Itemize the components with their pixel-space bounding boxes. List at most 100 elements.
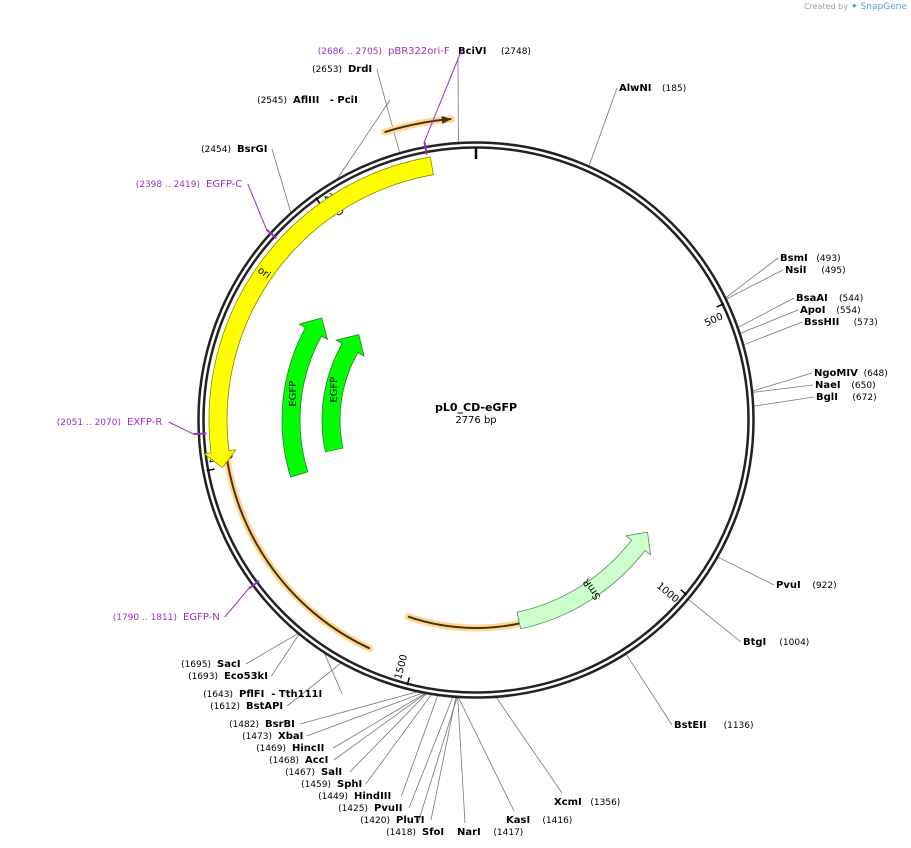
enzyme-name: AlwNI [619, 83, 652, 94]
enzyme-site-acci[interactable]: (1468)AccI [269, 755, 328, 766]
enzyme-site-hincii[interactable]: (1469)HincII [256, 743, 324, 754]
enzyme-site-pvuii[interactable]: (1425)PvuII [338, 803, 402, 814]
enzyme-site-naei[interactable]: NaeI(650) [815, 380, 876, 391]
primer-site-mark [248, 580, 260, 590]
enzyme-position: (493) [816, 254, 840, 264]
enzyme-name: KasI [506, 815, 530, 826]
enzyme-site-sfoi[interactable]: (1418)SfoI [386, 827, 444, 838]
primer-name: EGFP-C [206, 179, 242, 190]
enzyme-position: (1420) [360, 816, 390, 826]
primer-exfp-r[interactable]: (2051 .. 2070)EXFP-R [57, 417, 207, 436]
enzyme-leader [299, 691, 418, 725]
enzyme-leader [717, 556, 775, 586]
enzyme-site-pvui[interactable]: PvuI(922) [776, 580, 837, 591]
enzyme-leader [725, 257, 779, 299]
enzyme-name: DrdI [348, 64, 372, 75]
enzyme-site-eco53ki[interactable]: (1693)Eco53kI [188, 671, 268, 682]
enzyme-site-xbai[interactable]: (1473)XbaI [242, 731, 303, 742]
enzyme-site-saci[interactable]: (1695)SacI [181, 659, 241, 670]
enzyme-labels[interactable]: BciVI(2748)AlwNI(185)BsmI(493)NsiI(495)B… [181, 46, 888, 838]
tick-mark [406, 677, 411, 686]
tick-mark [716, 302, 725, 308]
enzyme-leader [430, 697, 457, 821]
enzyme-site-sphi[interactable]: (1459)SphI [301, 779, 362, 790]
enzyme-leader [336, 99, 391, 180]
primer-egfp-c[interactable]: (2398 .. 2419) EGFP-C [136, 179, 277, 240]
enzyme-site-xcmi[interactable]: XcmI(1356) [554, 797, 620, 808]
enzyme-site-alwni[interactable]: AlwNI(185) [619, 83, 686, 94]
feature-arrow-ori[interactable] [203, 156, 434, 469]
primer-arrowhead [441, 115, 452, 124]
enzyme-position: (1469) [256, 744, 286, 754]
primer-pbr322ori-f[interactable]: (2686 .. 2705)pBR322ori-F [318, 46, 462, 155]
enzyme-position: (1356) [590, 798, 620, 808]
enzyme-leader [401, 695, 439, 797]
enzyme-name: PflFI - Tth111I [239, 689, 322, 700]
enzyme-leader [743, 321, 803, 346]
enzyme-site-nsii[interactable]: NsiI(495) [785, 265, 846, 276]
primer-egfp-n[interactable]: (1790 .. 1811) EGFP-N [113, 580, 260, 623]
plasmid-name: pL0_CD-eGFP [435, 401, 517, 414]
enzyme-leader [726, 269, 784, 300]
feature-arrow-smr[interactable] [516, 531, 652, 630]
enzyme-site-btgi[interactable]: BtgI(1004) [743, 637, 809, 648]
enzyme-site-bcivi[interactable]: BciVI(2748) [458, 46, 531, 57]
enzyme-position: (1473) [242, 732, 272, 742]
enzyme-site-ngomiv[interactable]: NgoMIV(648) [814, 368, 888, 379]
enzyme-name: PluTI [396, 815, 424, 826]
enzyme-site-nari[interactable]: NarI(1417) [457, 827, 523, 838]
enzyme-position: (1459) [301, 780, 331, 790]
enzyme-site-pluti[interactable]: (1420) PluTI [360, 815, 424, 826]
enzyme-position: (1004) [779, 638, 809, 648]
primer-site-mark [265, 228, 277, 240]
enzyme-site-apoi[interactable]: ApoI(554) [800, 305, 861, 316]
enzyme-site-bsrgi[interactable]: (2454) BsrGI [201, 144, 267, 155]
enzyme-leader [408, 696, 454, 809]
enzyme-site-drdi[interactable]: (2653)DrdI [312, 64, 372, 75]
primer-labels[interactable]: (2686 .. 2705)pBR322ori-F (2398 .. 2419) E… [57, 46, 462, 623]
enzyme-site-bsshii[interactable]: BssHII(573) [804, 317, 878, 328]
enzyme-leader [376, 68, 400, 153]
primer-position: (1790 .. 1811) [113, 613, 177, 623]
backbone-outer-ring [197, 141, 755, 699]
enzyme-position: (1418) [386, 828, 416, 838]
enzyme-site-hindiii[interactable]: (1449)HindIII [318, 791, 391, 802]
enzyme-position: (1417) [493, 828, 523, 838]
feature-arrow-egfp[interactable] [281, 317, 329, 478]
enzyme-position: (1449) [318, 792, 348, 802]
primer-name: EXFP-R [127, 417, 162, 428]
enzyme-site-bsmi[interactable]: BsmI (493) [780, 253, 841, 264]
enzyme-leader [306, 692, 423, 737]
snapgene-branding: Created by ✦ SnapGene [804, 2, 907, 12]
enzyme-site-pflfi[interactable]: (1643)PflFI - Tth111I [203, 689, 322, 700]
enzyme-leader [323, 652, 343, 695]
enzyme-site-bsaai[interactable]: BsaAI(544) [796, 293, 863, 304]
enzyme-position: (1612) [210, 702, 240, 712]
enzyme-name: BssHII [804, 317, 839, 328]
enzyme-site-bstapi[interactable]: (1612)BstAPI [210, 701, 283, 712]
enzyme-leader [417, 697, 458, 824]
enzyme-position: (1425) [338, 804, 368, 814]
snapgene-app-name: SnapGene [860, 2, 907, 12]
plasmid-backbone [197, 141, 755, 699]
enzyme-site-bsteii[interactable]: BstEII(1136) [674, 720, 754, 731]
tick-label: 1500 [393, 653, 410, 680]
primer-site-mark [423, 141, 428, 155]
enzyme-site-afliii[interactable]: (2545)AflIII - PciI [257, 95, 358, 106]
enzyme-site-kasi[interactable]: KasI (1416) [506, 815, 572, 826]
primer-name: EGFP-N [183, 612, 220, 623]
enzyme-site-bgli[interactable]: BglI(672) [816, 392, 877, 403]
feature-arrow-egfp[interactable] [321, 334, 365, 453]
enzyme-leader [365, 694, 432, 785]
enzyme-position: (2454) [201, 145, 231, 155]
enzyme-position: (1416) [542, 816, 572, 826]
enzyme-site-bsrbi[interactable]: (1482)BsrBI [229, 719, 295, 730]
enzyme-name: BsmI [780, 253, 808, 264]
enzyme-leader [333, 693, 427, 761]
enzyme-name: BsrGI [237, 144, 267, 155]
primer-position: (2398 .. 2419) [136, 180, 200, 190]
enzyme-position: (2545) [257, 96, 287, 106]
enzyme-site-sali[interactable]: (1467)SalI [285, 767, 342, 778]
